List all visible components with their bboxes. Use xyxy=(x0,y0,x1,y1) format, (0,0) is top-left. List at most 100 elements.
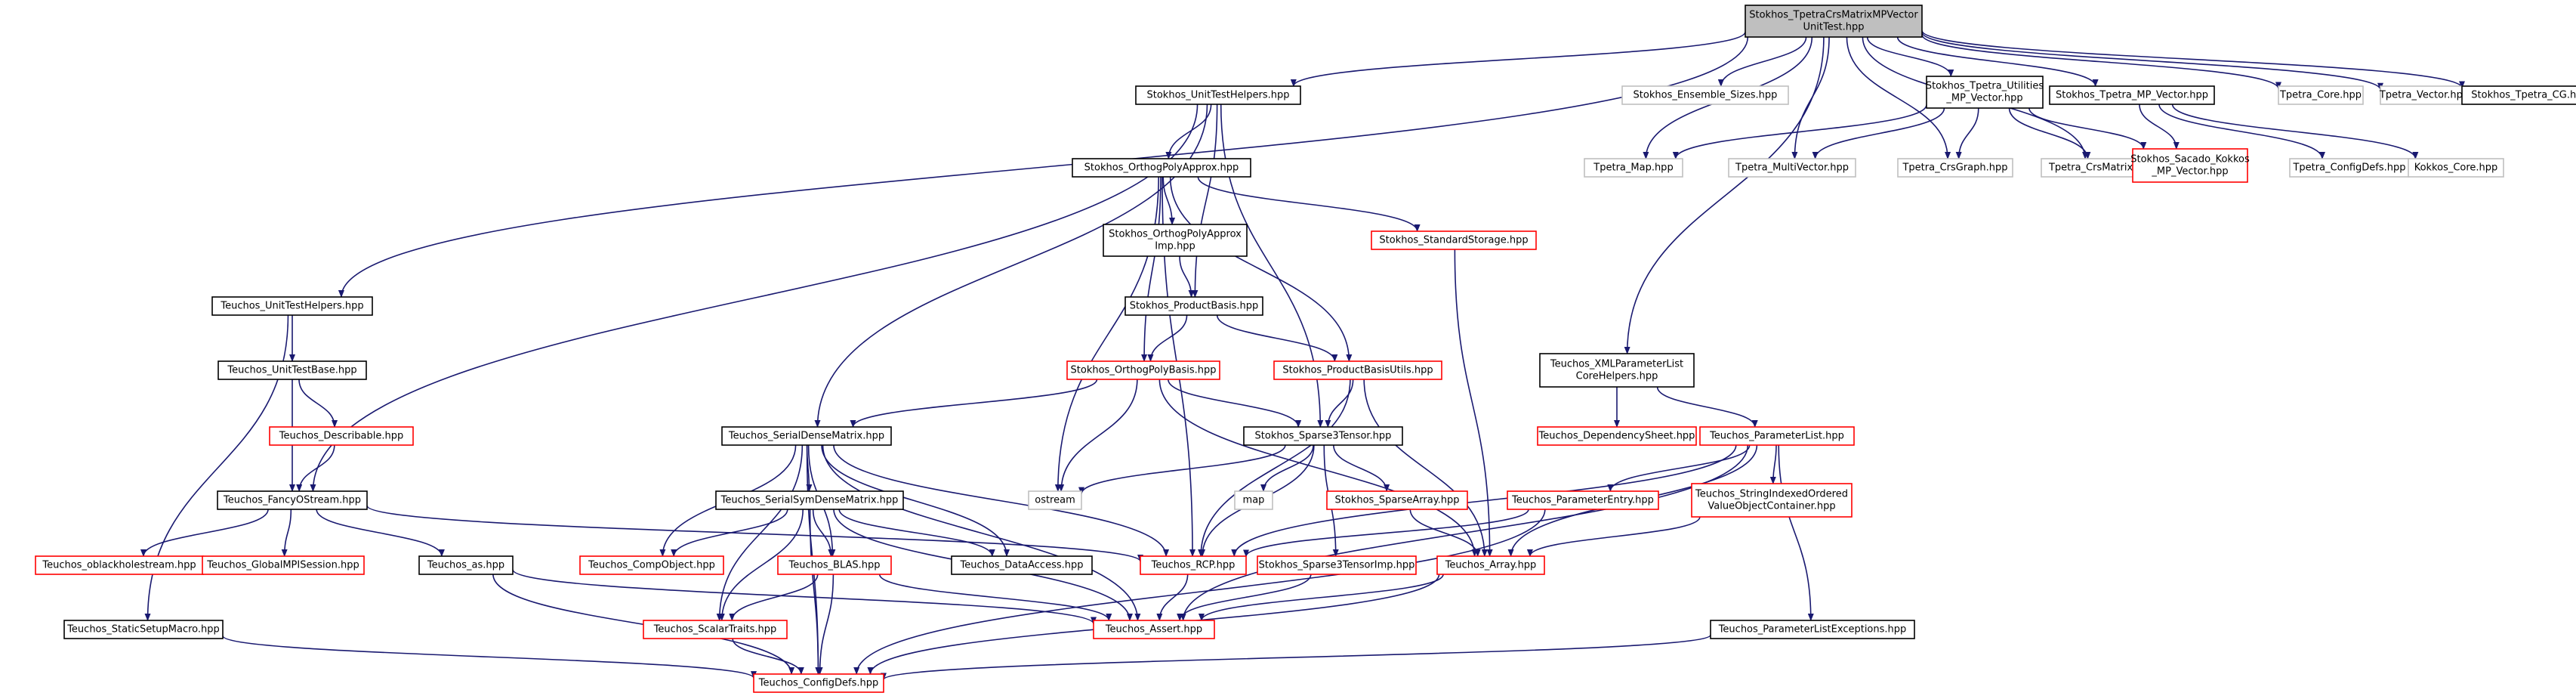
edge-blas-to-st xyxy=(729,574,819,621)
node-box xyxy=(2380,85,2469,105)
node-tmpv[interactable]: Stokhos_Tpetra_MP_Vector.hpp xyxy=(2049,85,2215,105)
node-box xyxy=(2408,158,2504,178)
node-label: Tpetra_ConfigDefs.hpp xyxy=(2292,162,2405,174)
node-gmpi[interactable]: Teuchos_GlobalMPISession.hpp xyxy=(202,555,365,575)
node-label: Tpetra_CrsGraph.hpp xyxy=(1902,162,2007,174)
edge-fos-to-rcp xyxy=(366,505,1143,562)
edge-ssdm-to-da xyxy=(838,509,995,557)
node-label: Stokhos_Tpetra_Utilities xyxy=(1926,81,2044,92)
node-rcp[interactable]: Teuchos_RCP.hpp xyxy=(1140,555,1247,575)
node-box xyxy=(1135,85,1301,105)
node-box xyxy=(1699,426,1855,446)
node-utb[interactable]: Teuchos_UnitTestBase.hpp xyxy=(217,360,367,380)
node-tvec[interactable]: Tpetra_Vector.hpp xyxy=(2379,85,2469,105)
node-obh[interactable]: Teuchos_oblackholestream.hpp xyxy=(35,555,204,575)
node-label: Teuchos_as.hpp xyxy=(427,560,504,571)
node-pb[interactable]: Stokhos_ProductBasis.hpp xyxy=(1124,296,1263,316)
node-label: Teuchos_ConfigDefs.hpp xyxy=(758,678,879,689)
edge-root-to-ens xyxy=(1717,36,1807,87)
edge-pe-to-cfg xyxy=(853,509,1546,675)
node-sivoc[interactable]: Teuchos_StringIndexedOrderedValueObjectC… xyxy=(1691,483,1853,518)
node-tcg[interactable]: Stokhos_Tpetra_CG.hpp xyxy=(2461,85,2576,105)
node-root[interactable]: Stokhos_TpetraCrsMatrixMPVectorUnitTest.… xyxy=(1745,5,1923,38)
node-label: ostream xyxy=(1035,495,1075,506)
node-box xyxy=(2289,158,2410,178)
node-tcore[interactable]: Tpetra_Core.hpp xyxy=(2278,85,2364,105)
node-assert[interactable]: Teuchos_Assert.hpp xyxy=(1093,620,1215,639)
node-box xyxy=(1124,296,1263,316)
node-tmap[interactable]: Tpetra_Map.hpp xyxy=(1584,158,1683,178)
node-box xyxy=(1897,158,2013,178)
edge-pb-to-opb xyxy=(1147,314,1188,362)
edge-tpu-to-skmp xyxy=(2028,107,2147,150)
node-ssa[interactable]: Stokhos_SparseArray.hpp xyxy=(1326,490,1468,510)
edge-layer xyxy=(140,30,2465,681)
node-ssm[interactable]: Teuchos_StaticSetupMacro.hpp xyxy=(63,620,224,639)
node-ostream[interactable]: ostream xyxy=(1028,490,1082,510)
node-skmp[interactable]: Stokhos_Sacado_Kokkos_MP_Vector.hpp xyxy=(2130,148,2250,183)
node-box xyxy=(1273,360,1442,380)
edge-ple-to-cfg xyxy=(881,634,1711,681)
edge-tpu-to-tmv xyxy=(1812,107,1945,159)
node-box xyxy=(1926,76,2044,109)
node-box xyxy=(1539,353,1695,388)
node-pbu[interactable]: Stokhos_ProductBasisUtils.hpp xyxy=(1273,360,1442,380)
node-kcore[interactable]: Kokkos_Core.hpp xyxy=(2408,158,2504,178)
node-pe[interactable]: Teuchos_ParameterEntry.hpp xyxy=(1507,490,1659,510)
node-box xyxy=(211,296,373,316)
node-dep[interactable]: Teuchos_DependencySheet.hpp xyxy=(1537,426,1697,446)
node-co[interactable]: Teuchos_CompObject.hpp xyxy=(579,555,724,575)
edge-root-to-tcore xyxy=(1921,34,2281,90)
node-box xyxy=(753,673,884,693)
node-uth[interactable]: Stokhos_UnitTestHelpers.hpp xyxy=(1135,85,1301,105)
edge-s3t-to-map xyxy=(1260,444,1314,492)
node-label: Tpetra_Core.hpp xyxy=(2279,90,2362,101)
node-box xyxy=(63,620,224,639)
node-box xyxy=(1621,85,1789,105)
node-fos[interactable]: Teuchos_FancyOStream.hpp xyxy=(217,490,368,510)
node-label: Stokhos_SparseArray.hpp xyxy=(1335,495,1460,506)
node-box xyxy=(2278,85,2364,105)
node-desc[interactable]: Teuchos_Describable.hpp xyxy=(269,426,414,446)
node-map[interactable]: map xyxy=(1234,490,1273,510)
node-tpu[interactable]: Stokhos_Tpetra_Utilities_MP_Vector.hpp xyxy=(1926,76,2044,109)
node-label: Teuchos_Describable.hpp xyxy=(279,431,403,442)
node-box xyxy=(2132,148,2248,183)
edge-blas-to-assert xyxy=(878,574,1112,621)
edge-uth-to-opa xyxy=(1165,104,1212,159)
node-da[interactable]: Teuchos_DataAccess.hpp xyxy=(951,555,1093,575)
node-tcfg[interactable]: Tpetra_ConfigDefs.hpp xyxy=(2289,158,2410,178)
node-as[interactable]: Teuchos_as.hpp xyxy=(418,555,514,575)
edge-ssdm-to-blas xyxy=(812,509,835,557)
node-opa[interactable]: Stokhos_OrthogPolyApprox.hpp xyxy=(1072,158,1251,178)
node-layer: Stokhos_TpetraCrsMatrixMPVectorUnitTest.… xyxy=(35,5,2576,693)
node-s3ti[interactable]: Stokhos_Sparse3TensorImp.hpp xyxy=(1257,555,1417,575)
node-cfg[interactable]: Teuchos_ConfigDefs.hpp xyxy=(753,673,884,693)
node-sdm[interactable]: Teuchos_SerialDenseMatrix.hpp xyxy=(721,426,892,446)
node-ens[interactable]: Stokhos_Ensemble_Sizes.hpp xyxy=(1621,85,1789,105)
node-ple[interactable]: Teuchos_ParameterListExceptions.hpp xyxy=(1710,620,1915,639)
node-tmv[interactable]: Tpetra_MultiVector.hpp xyxy=(1728,158,1856,178)
node-ssdm[interactable]: Teuchos_SerialSymDenseMatrix.hpp xyxy=(715,490,904,510)
edge-sdm-to-st xyxy=(716,444,804,621)
node-tcrsg[interactable]: Tpetra_CrsGraph.hpp xyxy=(1897,158,2013,178)
node-box xyxy=(1066,360,1220,380)
node-box xyxy=(1243,426,1403,446)
node-sst[interactable]: Stokhos_StandardStorage.hpp xyxy=(1371,230,1537,250)
node-pl[interactable]: Teuchos_ParameterList.hpp xyxy=(1699,426,1855,446)
node-arr[interactable]: Teuchos_Array.hpp xyxy=(1436,555,1545,575)
edge-desc-to-fos xyxy=(296,444,335,492)
node-opb[interactable]: Stokhos_OrthogPolyBasis.hpp xyxy=(1066,360,1220,380)
edge-as-to-assert xyxy=(512,569,1097,625)
node-tuth[interactable]: Teuchos_UnitTestHelpers.hpp xyxy=(211,296,373,316)
node-label: Teuchos_oblackholestream.hpp xyxy=(42,560,196,571)
node-label: _MP_Vector.hpp xyxy=(2151,166,2228,178)
node-blas[interactable]: Teuchos_BLAS.hpp xyxy=(777,555,892,575)
node-box xyxy=(35,555,204,575)
node-box xyxy=(1710,620,1915,639)
edge-uth-to-pb xyxy=(1192,104,1218,298)
node-st[interactable]: Teuchos_ScalarTraits.hpp xyxy=(643,620,788,639)
node-s3t[interactable]: Stokhos_Sparse3Tensor.hpp xyxy=(1243,426,1403,446)
